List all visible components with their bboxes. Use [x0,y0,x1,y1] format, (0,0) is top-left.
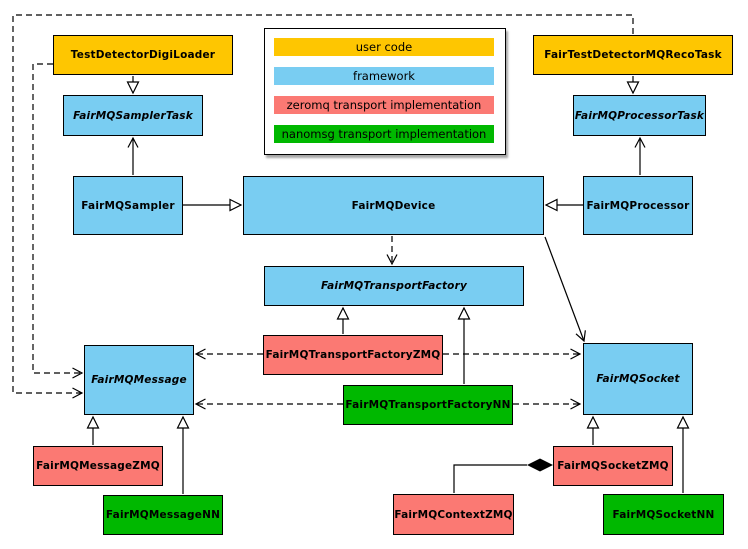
legend-item-zeromq: zeromq transport implementation [274,96,494,114]
edge-association-device-socket [544,236,586,343]
class-box-fairmqdevice: FairMQDevice [243,176,544,235]
legend-item-nanomsg: nanomsg transport implementation [274,125,494,143]
legend-item-framework: framework [274,67,494,85]
class-box-fairmqcontextzmq: FairMQContextZMQ [393,494,514,535]
composition-diamond-icon [527,458,553,472]
class-box-fairtestdetectormqrecotask: FairTestDetectorMQRecoTask [533,35,733,75]
class-box-fairmqsampler: FairMQSampler [73,176,183,235]
edge-dependency-digiloader-message [32,63,84,379]
class-box-fairmqmessagezmq: FairMQMessageZMQ [33,446,163,486]
legend: user code framework zeromq transport imp… [264,28,506,155]
class-box-fairmqtransportfactory: FairMQTransportFactory [264,266,524,306]
class-box-fairmqsamplertask: FairMQSamplerTask [63,95,203,136]
edge-dependency-recotask-message [12,14,634,399]
legend-item-user-code: user code [274,38,494,56]
class-box-fairmqsocket: FairMQSocket [583,343,693,415]
class-box-fairmqtransportfactoryzmq: FairMQTransportFactoryZMQ [263,335,443,375]
class-box-fairmqmessagenn: FairMQMessageNN [103,495,223,535]
class-box-fairmqprocessortask: FairMQProcessorTask [573,95,706,136]
edge-composition-contextzmq-socketzmq [453,464,527,493]
class-box-testdetectordigiloader: TestDetectorDigiLoader [53,35,233,75]
class-box-fairmqsocketnn: FairMQSocketNN [603,494,724,535]
class-box-fairmqprocessor: FairMQProcessor [583,176,693,235]
class-box-fairmqmessage: FairMQMessage [84,345,194,415]
class-box-fairmqtransportfactorynn: FairMQTransportFactoryNN [343,385,513,425]
class-box-fairmqsocketzmq: FairMQSocketZMQ [553,446,673,486]
